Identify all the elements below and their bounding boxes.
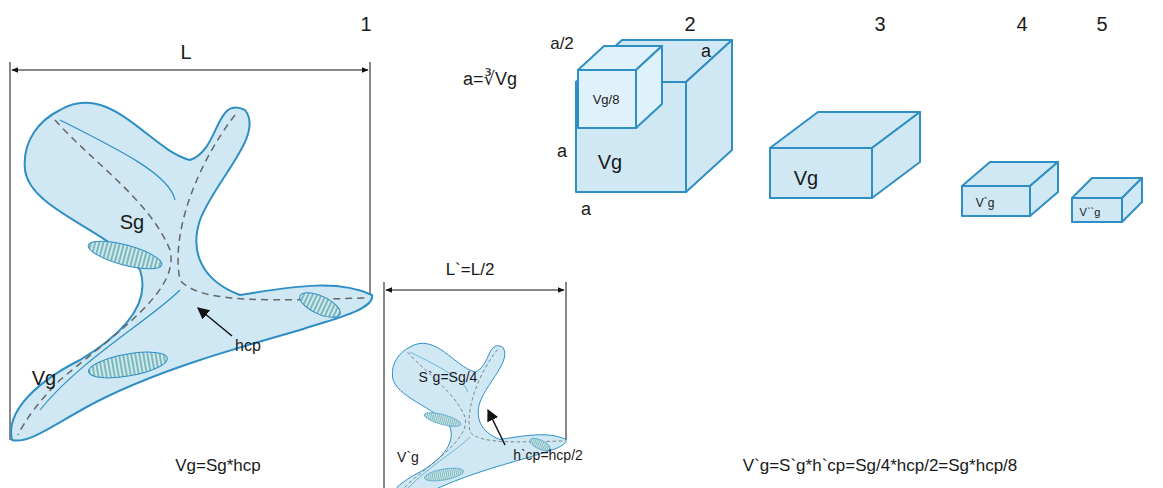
figure-number: 1: [360, 13, 371, 35]
volume-label: Vg/8: [593, 93, 620, 107]
thickness-label: h`cp=hcp/2: [513, 448, 583, 463]
volume-label: V`g: [397, 450, 419, 465]
figure-number: 2: [684, 13, 695, 35]
figure-number: 4: [1016, 13, 1027, 35]
formula: Vg=Sg*hcp: [175, 457, 261, 476]
area-label: Sg: [120, 211, 144, 233]
volume-label: Vg: [794, 167, 818, 189]
dimension-label: a: [701, 42, 711, 62]
figure-number: 3: [874, 13, 885, 35]
volume-label: V``g: [1080, 206, 1101, 218]
volume-label: Vg: [598, 151, 622, 173]
dimension-label: a: [557, 142, 567, 162]
formula: V`g=S`g*h`cp=Sg/4*hcp/2=Sg*hcp/8: [743, 457, 1018, 476]
thickness-label: hcp: [235, 337, 261, 355]
dimension-label: a: [581, 200, 591, 220]
formula: a=∛Vg: [463, 70, 517, 90]
volume-label: V`g: [976, 197, 995, 210]
dimension-label: a/2: [550, 35, 574, 54]
dimension-label: L`=L/2: [446, 261, 495, 280]
area-label: S`g=Sg/4: [419, 370, 478, 385]
volume-label: Vg: [32, 367, 56, 389]
dimension-label: L: [180, 41, 191, 63]
figure-number: 5: [1096, 13, 1107, 35]
